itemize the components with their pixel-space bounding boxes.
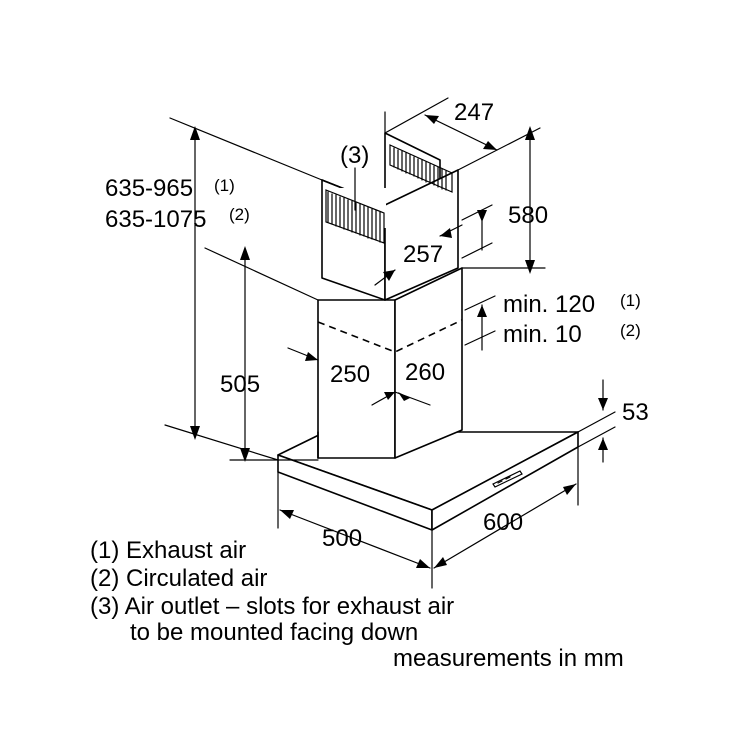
label-total-height-2: 635-1075: [105, 206, 206, 233]
label-247: 247: [454, 99, 494, 126]
label-min-10: min. 10: [503, 321, 582, 348]
air-outlet-slots-back: [389, 144, 453, 193]
label-505: 505: [220, 371, 260, 398]
legend-circulated-air: (2) Circulated air: [90, 565, 267, 592]
lower-chimney: [317, 267, 463, 459]
label-min-120-note: (1): [620, 291, 641, 310]
label-min-10-note: (2): [620, 321, 641, 340]
air-outlet-slots-front: [325, 188, 386, 244]
label-air-outlet-marker: (3): [340, 142, 369, 169]
legend-exhaust-air: (1) Exhaust air: [90, 537, 246, 564]
label-min-120: min. 120: [503, 291, 595, 318]
label-total-height-1: 635-965: [105, 175, 193, 202]
dimension-lines: [164, 97, 616, 589]
dimension-labels: 247 (3) 635-965 (1) 635-1075 (2) 580 257…: [105, 99, 649, 552]
label-600: 600: [483, 509, 523, 536]
label-580: 580: [508, 202, 548, 229]
label-260: 260: [405, 359, 445, 386]
label-257: 257: [403, 241, 443, 268]
label-53: 53: [622, 399, 649, 426]
label-500: 500: [322, 525, 362, 552]
legend: (1) Exhaust air (2) Circulated air (3) A…: [90, 537, 624, 672]
label-total-height-2-note: (2): [229, 205, 250, 224]
units-note: measurements in mm: [393, 645, 624, 672]
label-total-height-1-note: (1): [214, 176, 235, 195]
upper-chimney: [321, 132, 459, 301]
label-250: 250: [330, 361, 370, 388]
legend-air-outlet: (3) Air outlet – slots for exhaust air: [90, 593, 454, 620]
legend-air-outlet-note: to be mounted facing down: [130, 619, 418, 646]
control-panel: [492, 470, 523, 488]
